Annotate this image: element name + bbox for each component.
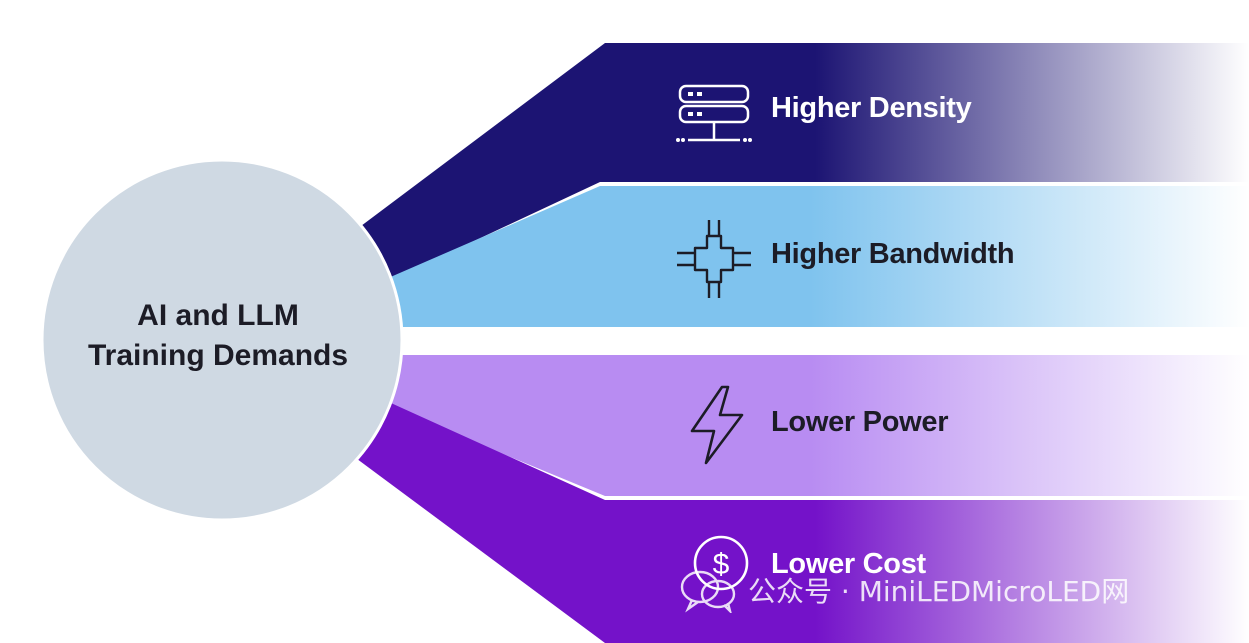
band-label-lower-cost: Lower Cost xyxy=(771,548,926,580)
watermark: 公众号 · MiniLEDMicroLED网 xyxy=(678,560,1129,620)
server-rack-icon xyxy=(676,84,752,142)
wechat-icon xyxy=(680,570,736,613)
band-lower-power xyxy=(372,355,1249,496)
dollar-coin-icon: $ xyxy=(693,535,749,591)
band-higher-density xyxy=(345,43,1249,285)
band-lower-cost xyxy=(345,398,1249,643)
center-circle xyxy=(40,158,404,522)
band-higher-bandwidth xyxy=(372,186,1249,327)
chip-icon xyxy=(677,220,751,298)
band-label-lower-power: Lower Power xyxy=(771,406,949,438)
center-title-line1: AI and LLM xyxy=(137,299,299,332)
band-label-higher-bandwidth: Higher Bandwidth xyxy=(771,238,1015,270)
watermark-text: 公众号 · MiniLEDMicroLED网 xyxy=(748,575,1130,608)
center-title: AI and LLM Training Demands xyxy=(42,296,394,376)
svg-text:$: $ xyxy=(713,548,730,581)
center-title-line2: Training Demands xyxy=(87,339,349,372)
band-label-higher-density: Higher Density xyxy=(771,92,972,124)
lightning-icon xyxy=(690,385,744,465)
